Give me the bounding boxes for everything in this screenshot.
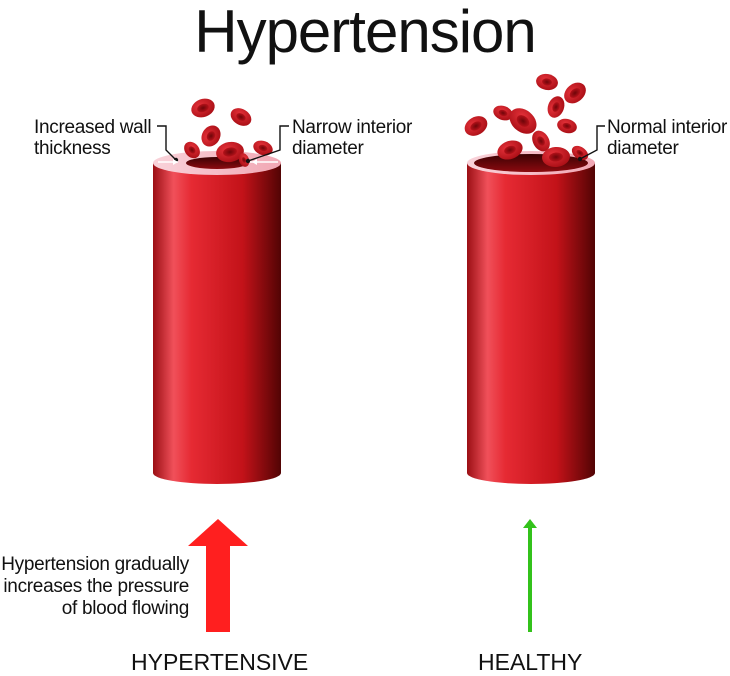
healthy-pressure-arrow — [523, 519, 537, 632]
blood-cell — [542, 146, 570, 168]
hypertensive-blood-cells — [184, 98, 273, 167]
blood-cell — [184, 141, 200, 159]
blood-cell — [238, 153, 250, 167]
blood-cell — [230, 108, 252, 126]
healthy-blood-cells — [464, 73, 589, 168]
blood-cell — [191, 98, 215, 118]
normal-diameter-pointer — [577, 125, 605, 162]
hypertensive-vessel-body — [153, 163, 281, 484]
narrow-diameter-pointer — [245, 125, 289, 165]
hypertensive-pressure-arrow — [188, 519, 248, 632]
wall-thickness-pointer — [157, 125, 179, 165]
blood-cell — [557, 118, 577, 134]
blood-cell — [547, 96, 565, 118]
blood-cell — [564, 82, 586, 104]
blood-cell — [216, 141, 244, 163]
blood-cell — [532, 130, 550, 152]
label-narrow-interior-diameter: Narrow interior diameter — [292, 117, 413, 159]
blood-cell — [253, 140, 273, 156]
blood-cell — [464, 116, 488, 136]
healthy-vessel-lumen — [474, 154, 588, 172]
healthy-vessel — [467, 151, 595, 484]
pressure-note: Hypertension gradually increases the pre… — [1, 554, 189, 619]
hypertensive-vessel — [153, 151, 281, 484]
diagram-title: Hypertension — [194, 0, 537, 65]
blood-cell — [201, 125, 221, 147]
healthy-vessel-body — [467, 163, 595, 484]
caption-hypertensive: HYPERTENSIVE — [131, 649, 309, 675]
blood-cell — [497, 140, 523, 160]
label-increased-wall-thickness: Increased wall thickness — [34, 117, 152, 159]
label-normal-interior-diameter: Normal interior diameter — [607, 117, 728, 159]
blood-cell — [509, 108, 537, 134]
blood-cell — [493, 105, 513, 121]
caption-healthy: HEALTHY — [478, 649, 583, 675]
blood-cell — [536, 73, 558, 91]
